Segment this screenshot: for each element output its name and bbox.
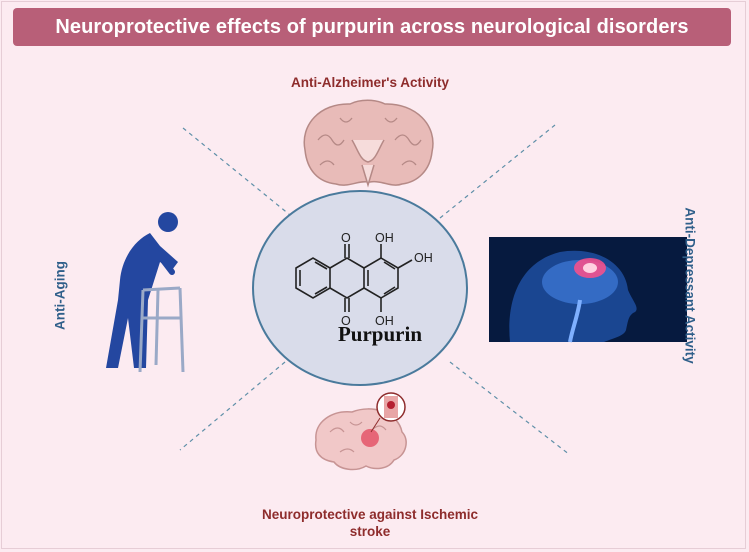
page-title: Neuroprotective effects of purpurin acro… (55, 15, 689, 38)
activity-bottom-label: Neuroprotective against Ischemic stroke (215, 506, 525, 540)
title-bar: Neuroprotective effects of purpurin acro… (13, 8, 731, 46)
activity-left-label: Anti-Aging (52, 261, 68, 330)
oh-right-label: OH (414, 251, 433, 265)
activity-bottom-line1: Neuroprotective against Ischemic (261, 507, 479, 522)
brain-stroke-icon (314, 392, 407, 471)
center-circle (252, 190, 468, 386)
activity-right-label: Anti-Depressant Activity (682, 207, 698, 364)
activity-bottom-line2: stroke (349, 524, 391, 539)
purpurin-structure (295, 244, 413, 312)
compound-name: Purpurin (337, 322, 423, 346)
carbonyl-bottom-label: O (341, 314, 351, 328)
connector-bottom-left (179, 361, 286, 451)
brain-section-icon (303, 99, 434, 188)
head-brain-scan-icon (489, 237, 687, 343)
walker-frame (138, 286, 185, 373)
connector-bottom-right (449, 361, 571, 456)
oh-top-label: OH (375, 231, 394, 245)
oh-bottom-label: OH (375, 314, 394, 328)
activity-top-label: Anti-Alzheimer's Activity (291, 75, 449, 90)
carbonyl-top-label: O (341, 231, 351, 245)
connector-top-right (439, 124, 556, 219)
connector-top-left (182, 127, 291, 216)
